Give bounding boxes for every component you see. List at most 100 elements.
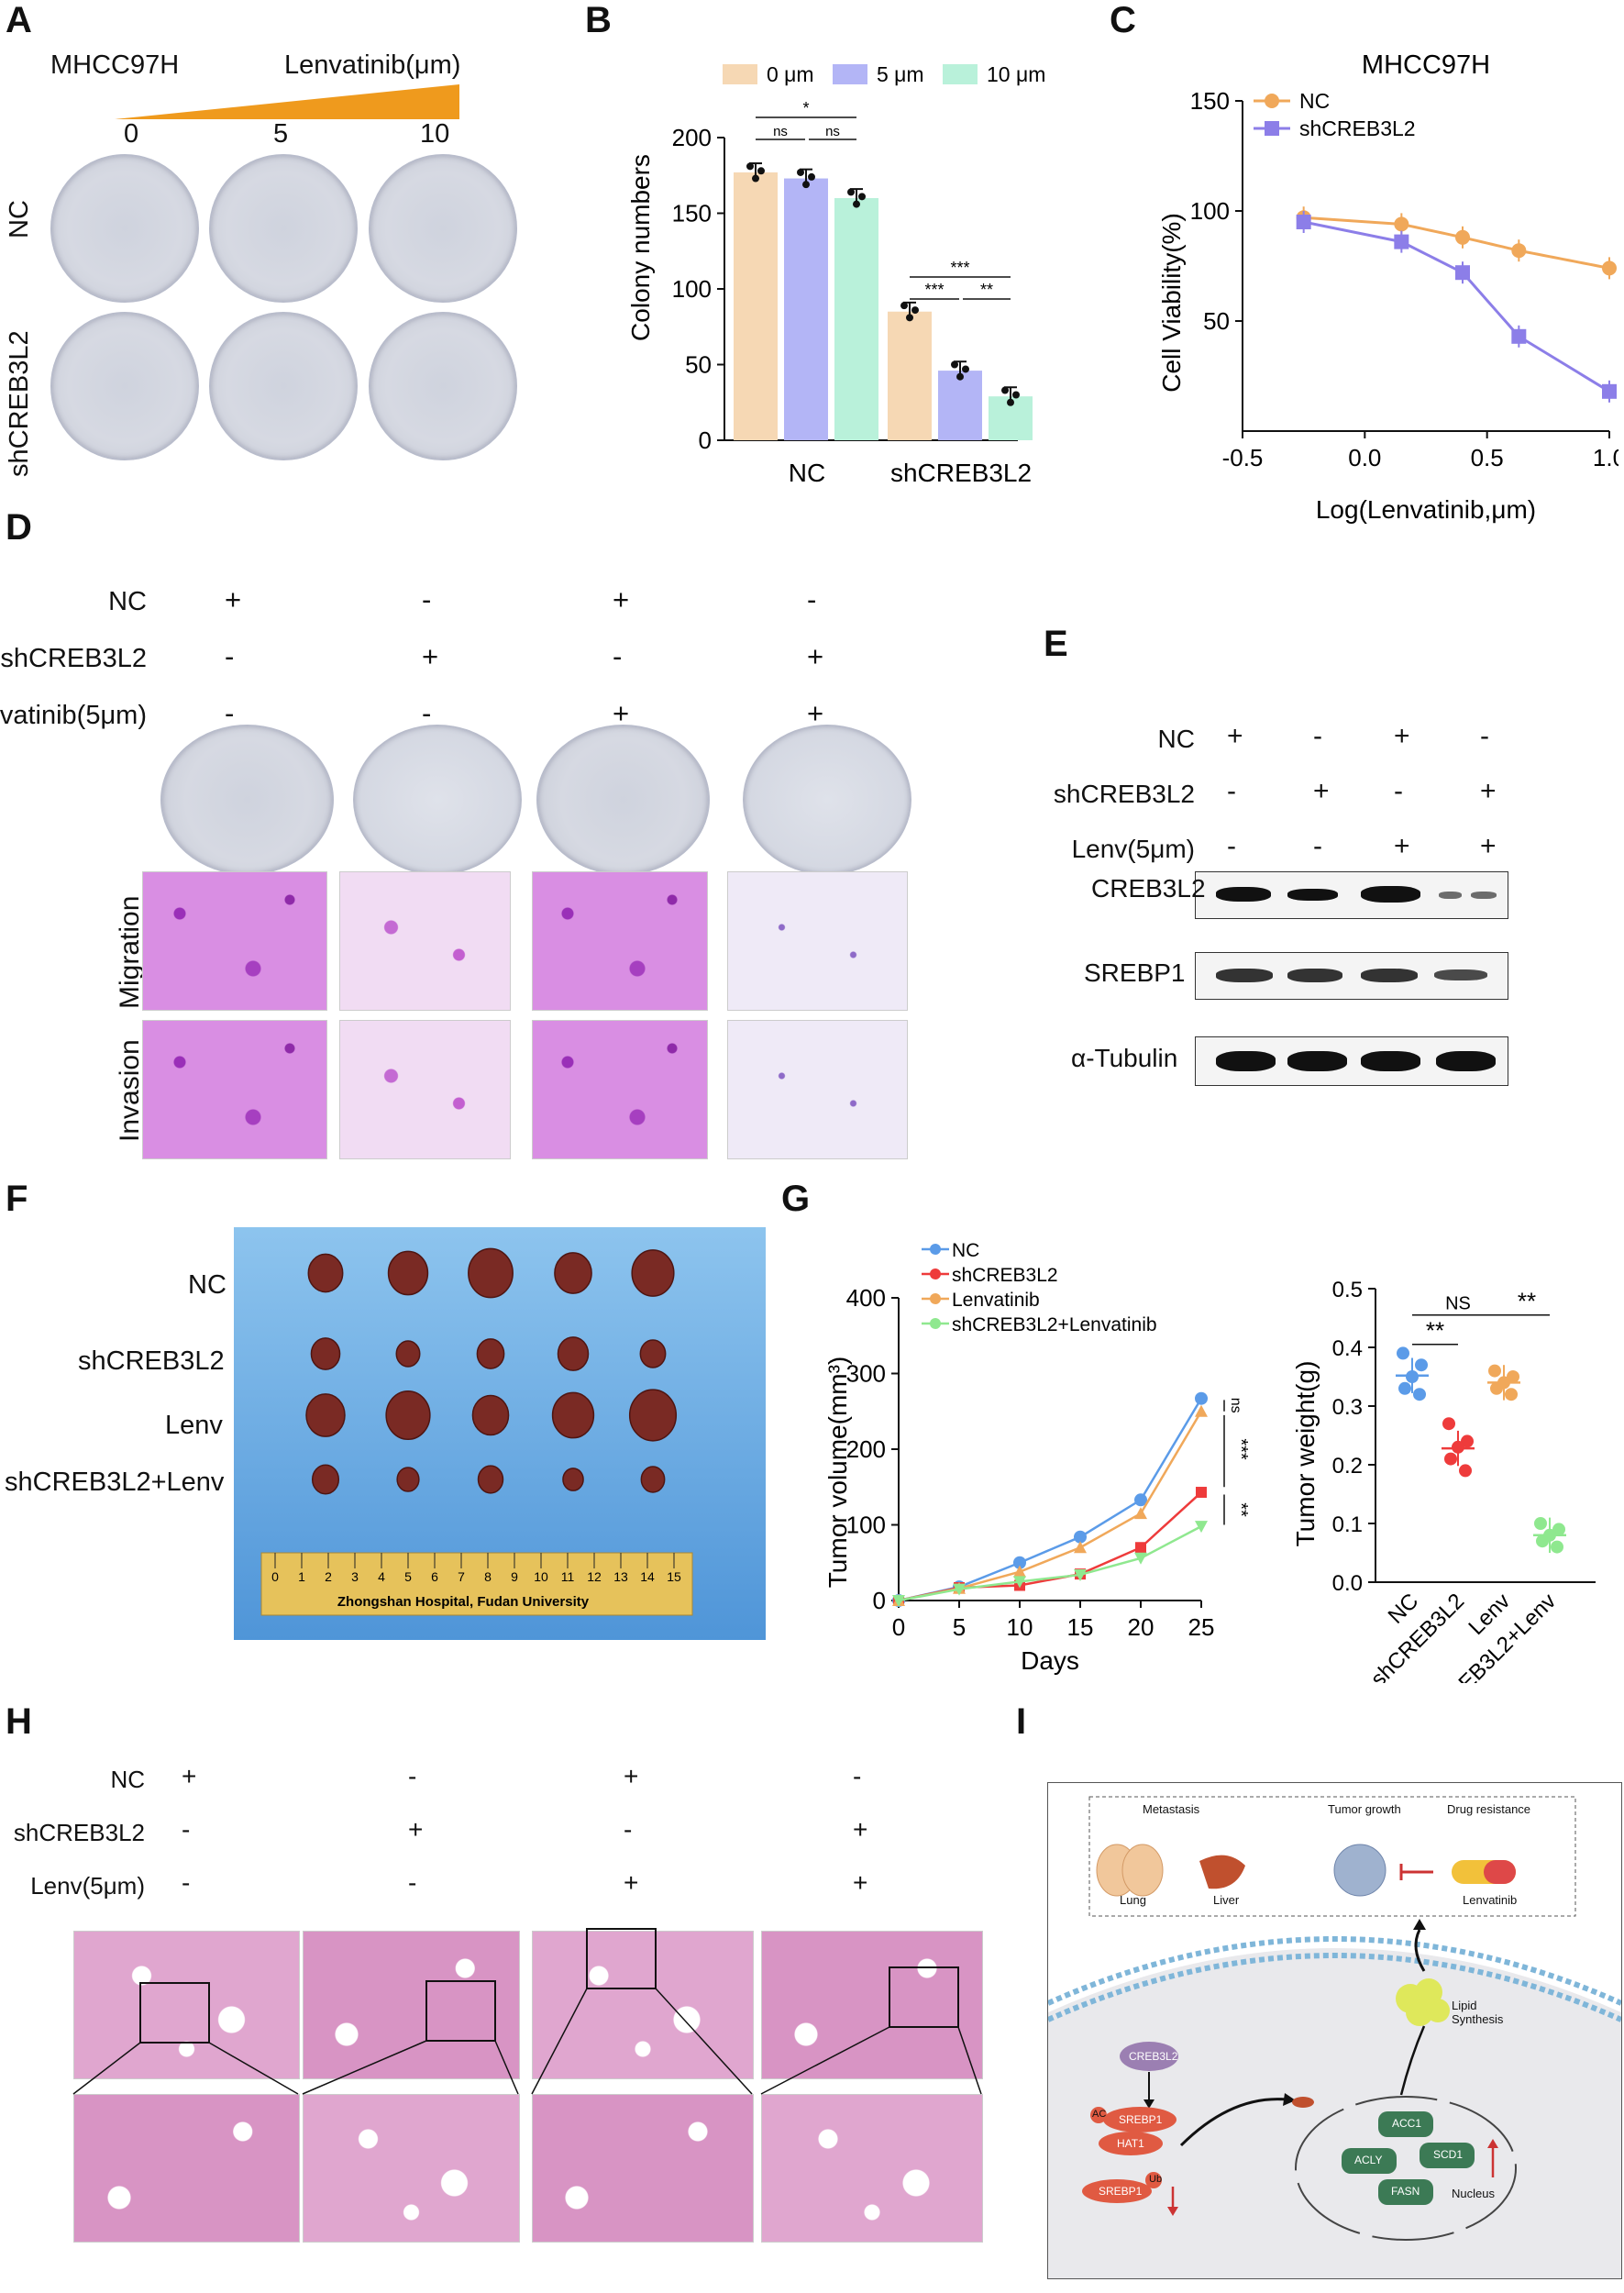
label-lung: Lung (1120, 1893, 1146, 1907)
y-tick-label: 0 (699, 426, 712, 454)
significance-label: ns (825, 124, 840, 139)
legend-swatch (943, 64, 978, 84)
panel-h-row-label: Lenv(5μm) (30, 1872, 145, 1900)
panel-e-sign: - (1313, 721, 1322, 751)
panel-h-row-label: shCREB3L2 (13, 1819, 145, 1846)
panel-h-sign: + (408, 1815, 424, 1844)
bar (784, 178, 828, 441)
label-lipid-synthesis: Lipid Synthesis (1452, 1999, 1504, 2026)
significance-label: * (802, 99, 809, 117)
label-scd1: SCD1 (1433, 2148, 1464, 2161)
series-line (898, 1491, 1202, 1602)
panel-d-row-label: shCREB3L2 (0, 644, 147, 673)
viability-line-chart: MHCC97H Cell Viability(%) Log(Lenvatinib… (1157, 50, 1618, 524)
y-tick-label: 100 (1190, 197, 1230, 225)
x-tick-label: 5 (953, 1613, 966, 1641)
x-tick-label: 0.0 (1348, 444, 1381, 471)
legend-marker (1265, 121, 1279, 136)
y-tick-label: 300 (846, 1360, 886, 1388)
tumor (640, 1466, 666, 1493)
label-srebp1: SREBP1 (1119, 2113, 1163, 2126)
data-point (1602, 383, 1617, 399)
data-point (1074, 1541, 1087, 1554)
series-line (898, 1411, 1203, 1602)
y-tick-label: 200 (672, 124, 712, 151)
panel-d-sign: - (807, 583, 817, 615)
legend-label: 0 μm (767, 64, 814, 86)
significance-label: ns (773, 124, 788, 139)
data-point (1455, 229, 1470, 245)
panel-letter-g: G (781, 1179, 811, 1219)
label-hat1: HAT1 (1117, 2137, 1144, 2150)
panel-d-sign: + (807, 697, 824, 729)
tumor (307, 1253, 344, 1293)
panel-d-sign: + (613, 697, 630, 729)
tumor (639, 1339, 667, 1368)
migration-image (532, 871, 708, 1011)
data-point (1507, 1370, 1519, 1383)
ruler-number: 9 (511, 1569, 518, 1584)
panel-e-sign: + (1313, 776, 1330, 806)
tumor (554, 1252, 592, 1294)
label-drug-resistance: Drug resistance (1447, 1802, 1531, 1816)
panel-e-sign: - (1227, 831, 1236, 861)
series-line (1303, 216, 1610, 270)
data-point (1444, 1452, 1457, 1466)
x-tick-label: 0.5 (1471, 444, 1504, 471)
x-tick-label: 20 (1128, 1613, 1154, 1641)
label-srebp1-ub: SREBP1 (1099, 2185, 1143, 2198)
data-point (1394, 216, 1409, 232)
x-category-label: shCREB3L2 (890, 459, 1032, 487)
chart-c-ylabel: Cell Viability(%) (1157, 213, 1186, 393)
ruler-number: 12 (587, 1569, 602, 1584)
data-point (1012, 391, 1020, 399)
panel-a-cell-line: MHCC97H (50, 50, 180, 80)
ruler-number: 5 (404, 1569, 412, 1584)
panel-d-sign: + (613, 583, 630, 615)
invasion-image (339, 1020, 511, 1159)
tumor (477, 1465, 504, 1494)
data-point (1488, 1364, 1501, 1378)
data-point (1195, 1521, 1208, 1534)
legend-label: shCREB3L2 (1299, 116, 1416, 140)
mechanism-schematic: Metastasis Lung Liver Tumor growth Drug … (1047, 1782, 1622, 2279)
significance-label: *** (950, 259, 969, 277)
migration-image (727, 871, 908, 1011)
tumor (395, 1340, 421, 1368)
bar (888, 311, 932, 440)
data-point (1490, 1381, 1503, 1395)
ruler-number: 2 (325, 1569, 332, 1584)
lung-he-image (73, 1931, 300, 2079)
data-point (1452, 1440, 1464, 1454)
blot-label-creb3l2: CREB3L2 (1091, 874, 1206, 903)
tumor (631, 1249, 675, 1297)
significance-label: ** (1231, 1502, 1251, 1517)
bar (734, 172, 778, 440)
blot-label-srebp1: SREBP1 (1084, 958, 1186, 987)
label-lenvatinib: Lenvatinib (1463, 1893, 1518, 1907)
legend-marker (1265, 94, 1279, 108)
panel-a-row-shcreb3l2: shCREB3L2 (5, 330, 34, 477)
panel-e-sign: - (1480, 721, 1489, 751)
panel-d-sign: + (422, 640, 439, 672)
data-point (911, 306, 919, 315)
row-label-invasion: Invasion (115, 1039, 145, 1142)
tumor (551, 1391, 595, 1439)
data-point (752, 174, 759, 183)
ruler-number: 0 (271, 1569, 279, 1584)
ruler-number: 13 (613, 1569, 628, 1584)
data-point (1461, 1435, 1474, 1448)
panel-d-sign: - (225, 697, 235, 729)
panel-letter-e: E (1044, 624, 1068, 664)
chart-g1-xlabel: Days (1021, 1646, 1079, 1675)
data-point (1413, 1388, 1426, 1401)
data-point (953, 1583, 966, 1596)
data-point (906, 314, 913, 322)
data-point (1505, 1388, 1518, 1401)
panel-h-sign: - (408, 1762, 417, 1790)
data-point (1534, 1517, 1547, 1530)
colony-dish (209, 154, 358, 303)
panel-letter-b: B (585, 0, 612, 40)
panel-e-sign: - (1313, 831, 1322, 861)
